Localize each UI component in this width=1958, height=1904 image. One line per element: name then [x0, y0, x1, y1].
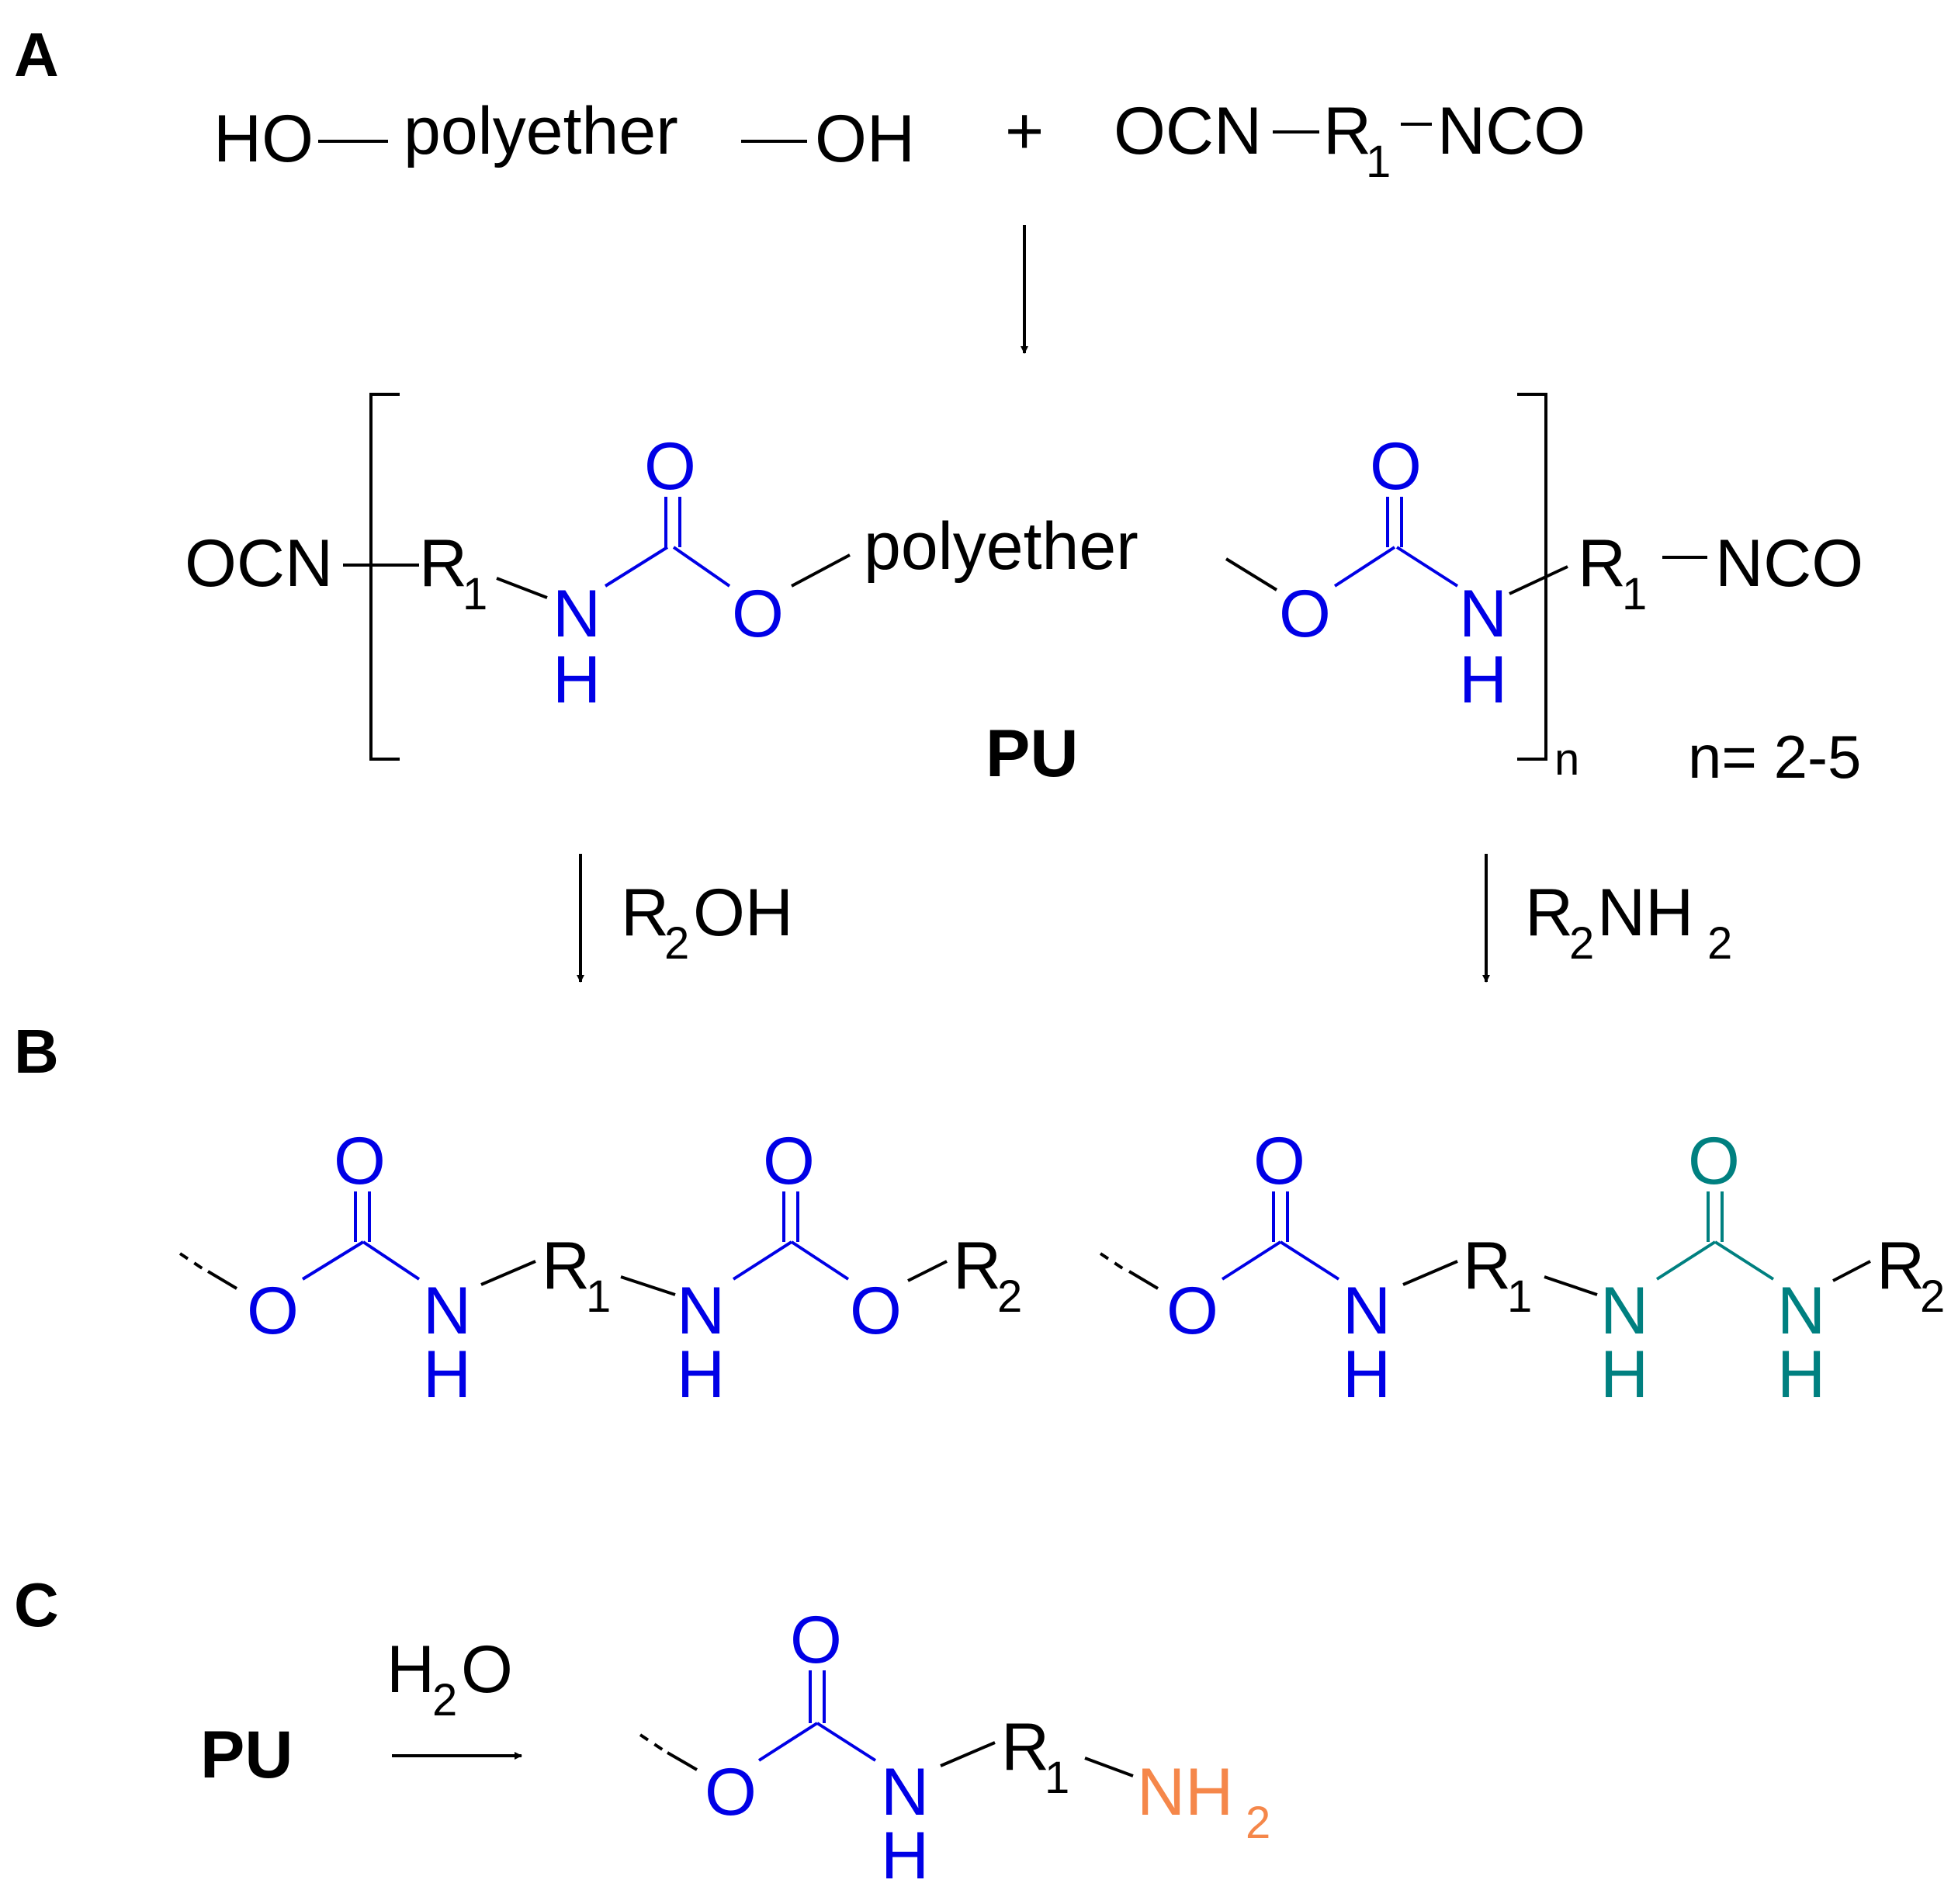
b1-o-2: O [850, 1274, 902, 1348]
c-carbonyl-o: O [790, 1603, 842, 1677]
b2-urea-n-1: N [1600, 1274, 1648, 1348]
product-b1-urethane: O O N H R 1 N H O O R 2 [178, 1124, 1022, 1412]
diol-polyether: polyether [404, 94, 678, 168]
carbonyl-o-left: O [644, 429, 696, 504]
b1-n-1: N [423, 1274, 471, 1348]
c-r1-sub: 1 [1045, 1753, 1069, 1803]
urethane-n-left: N [553, 577, 601, 651]
diol-oh: OH [815, 102, 915, 176]
c-n: N [881, 1755, 929, 1829]
c-o-1: O [705, 1755, 757, 1829]
prepolymer-r1-right: R [1578, 526, 1626, 601]
b2-r2-sub: 2 [1920, 1271, 1945, 1322]
urethane-n-right: N [1459, 577, 1507, 651]
b2-urea-h-1: H [1600, 1337, 1648, 1412]
c-h: H [881, 1819, 929, 1893]
repeat-subscript-n: n [1554, 734, 1579, 785]
b1-r2-sub: 2 [997, 1271, 1022, 1322]
b1-o-1: O [247, 1274, 299, 1348]
reagent-alcohol-sub: 2 [664, 918, 689, 969]
b2-r1-sub: 1 [1507, 1271, 1532, 1322]
isocyanate-r-sub: 1 [1366, 137, 1391, 187]
prepolymer-end-nco: NCO [1715, 526, 1863, 601]
carbonyl-o-right: O [1370, 429, 1422, 504]
c-nh2-sub: 2 [1246, 1798, 1270, 1848]
prepolymer-r1-left: R [419, 526, 467, 601]
product-c-amine: O O N H R 1 NH 2 [639, 1603, 1270, 1893]
amine-arrow-group: R 2 NH 2 [1482, 854, 1732, 983]
urethane-h-right: H [1459, 643, 1507, 717]
diisocyanate-reactant: OCN R 1 NCO [1114, 94, 1585, 187]
b1-h-1: H [423, 1337, 471, 1412]
b1-r2: R [953, 1229, 1001, 1303]
prepolymer-r1-right-sub: 1 [1622, 569, 1647, 619]
reagent-amine-sub2: 2 [1707, 918, 1732, 969]
repeat-range-note: n= 2-5 [1688, 723, 1861, 791]
c-r1: R [1001, 1710, 1049, 1784]
b2-urea-n-2: N [1777, 1274, 1825, 1348]
reagent-alcohol-r: R [621, 876, 669, 950]
reagent-amine-nh: NH [1597, 876, 1693, 950]
panel-label-b: B [14, 1017, 59, 1086]
urethane-h-left: H [553, 643, 601, 717]
ester-o-right: O [1279, 577, 1331, 651]
b2-o-1: O [1166, 1274, 1218, 1348]
panel-label-a: A [14, 20, 59, 89]
bracket-left [369, 393, 400, 761]
isocyanate-ocn: OCN [1114, 94, 1262, 168]
b2-r2: R [1877, 1229, 1925, 1303]
diol-ho: HO [213, 102, 314, 176]
c-nh2: NH [1137, 1755, 1233, 1829]
reagent-water-o: O [461, 1632, 513, 1707]
b1-r1: R [542, 1229, 590, 1303]
prepolymer-polyether: polyether [864, 509, 1138, 584]
ester-o-left: O [732, 577, 784, 651]
b1-r1-sub: 1 [586, 1271, 611, 1322]
reagent-amine-sub: 2 [1569, 918, 1594, 969]
prepolymer-end-ocn: OCN [185, 526, 333, 601]
b1-carbonyl-o-1: O [334, 1124, 386, 1198]
isocyanate-r: R [1323, 94, 1371, 168]
water-arrow-group: H 2 O [386, 1632, 522, 1760]
prepolymer-r1-left-sub: 1 [463, 569, 487, 619]
b1-h-2: H [677, 1337, 725, 1412]
b2-n-1: N [1343, 1274, 1391, 1348]
b2-carbonyl-o-1: O [1253, 1124, 1305, 1198]
reagent-water-h: H [386, 1632, 435, 1707]
b2-r1: R [1463, 1229, 1511, 1303]
b1-carbonyl-o-2: O [763, 1124, 815, 1198]
diol-reactant: HO polyether OH [213, 94, 915, 176]
reagent-alcohol-oh: OH [693, 876, 793, 950]
prepolymer-label-pu: PU [986, 716, 1078, 791]
reagent-water-sub: 2 [432, 1675, 457, 1725]
plus-sign: + [1005, 94, 1044, 168]
bracket-right [1517, 393, 1547, 761]
reagent-amine-r: R [1525, 876, 1573, 950]
b2-urea-carbonyl-o: O [1688, 1124, 1740, 1198]
b1-n-2: N [677, 1274, 725, 1348]
prepolymer-structure: OCN R 1 N H O O polyether O O N H n R 1 [185, 393, 1863, 791]
product-b2-urea: O O N H R 1 N H O N H R 2 [1099, 1124, 1945, 1412]
alcohol-arrow-group: R 2 OH [577, 854, 793, 983]
b2-h-1: H [1343, 1337, 1391, 1412]
isocyanate-nco: NCO [1437, 94, 1585, 168]
panel-label-c: C [14, 1570, 59, 1639]
b2-urea-h-2: H [1777, 1337, 1825, 1412]
panel-c-reactant-pu: PU [200, 1718, 293, 1792]
